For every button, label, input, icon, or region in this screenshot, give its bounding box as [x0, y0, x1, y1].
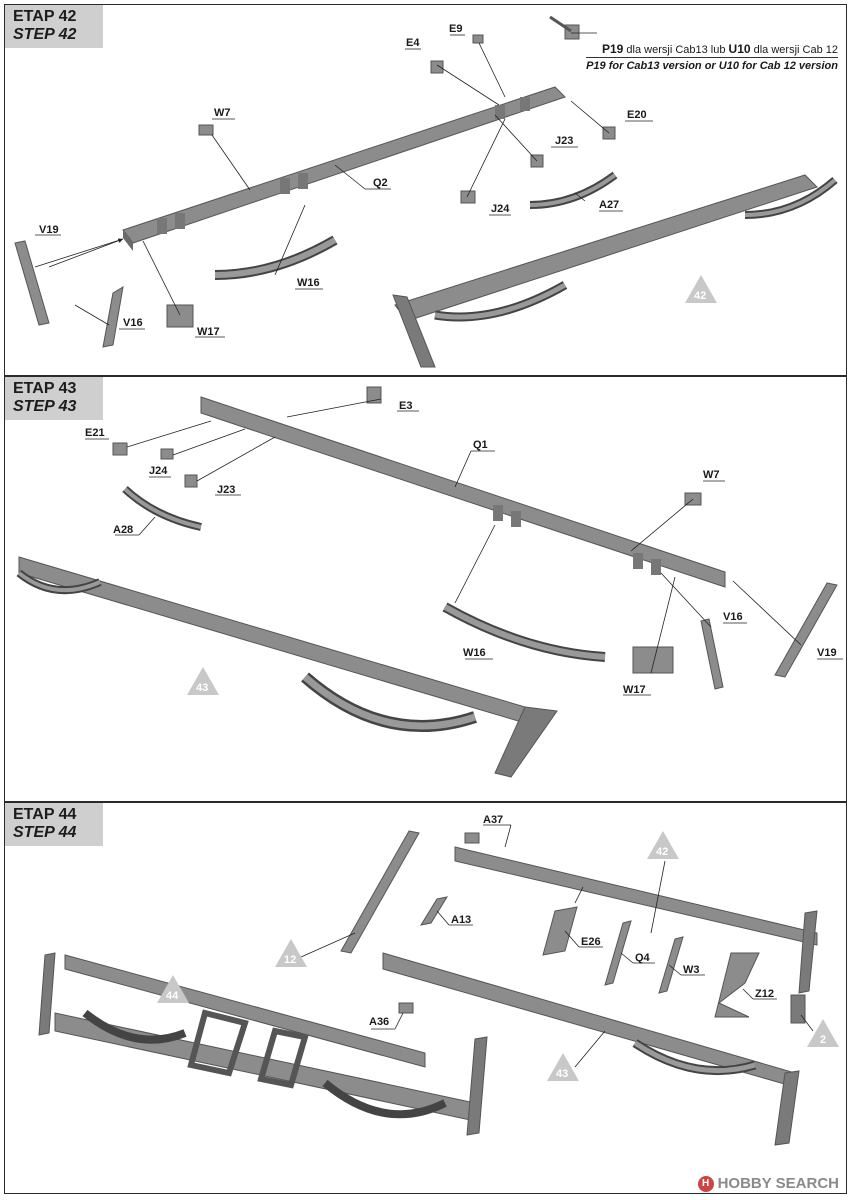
marker-44: [157, 975, 189, 1003]
label-v19-43: V19: [817, 647, 837, 659]
version-note: P19 dla wersji Cab13 lub U10 dla wersji …: [586, 42, 838, 72]
step-43-panel: ETAP 43 STEP 43: [4, 376, 847, 802]
frame-rail-q1: [200, 396, 726, 588]
part-j24-43: [160, 448, 174, 460]
label-a13: A13: [451, 914, 471, 926]
label-v19: V19: [39, 224, 59, 236]
etap-label: ETAP 44: [13, 806, 77, 823]
label-w7-43: W7: [703, 469, 720, 481]
label-q2: Q2: [373, 177, 388, 189]
label-z12: Z12: [755, 988, 774, 1000]
marker-42-ref: [647, 831, 679, 859]
part-w17-43: [632, 646, 674, 674]
label-a37: A37: [483, 814, 503, 826]
part-v19: [14, 240, 50, 326]
part-v19-44: [340, 830, 420, 954]
etap-label: ETAP 42: [13, 8, 77, 25]
marker-2-ref: [807, 1019, 839, 1047]
step-44-tag: ETAP 44 STEP 44: [5, 803, 103, 846]
label-e26: E26: [581, 936, 601, 948]
label-j24: J24: [491, 203, 510, 215]
svg-text:2: 2: [820, 1034, 826, 1046]
part-e26: [542, 906, 578, 956]
part-e9: [472, 34, 484, 44]
step-44-drawing: A37 A13 E26 Q4 W3 Z12 A36 42 12 43 2 44: [38, 814, 839, 1146]
step-label: STEP 42: [13, 26, 77, 43]
step-42-panel: ETAP 42 STEP 42 P19 dla wersji Cab13 lub…: [4, 4, 847, 376]
step-42-tag: ETAP 42 STEP 42: [5, 5, 103, 48]
watermark: H HOBBY SEARCH: [697, 1175, 839, 1192]
label-v16: V16: [123, 317, 143, 329]
step-44-panel: ETAP 44 STEP 44: [4, 802, 847, 1194]
rail-42-exploded: [454, 846, 818, 946]
frame-rail-q2: [122, 86, 566, 244]
label-e9: E9: [449, 23, 462, 35]
label-w3: W3: [683, 964, 700, 976]
svg-text:12: 12: [284, 954, 296, 966]
label-a36: A36: [369, 1016, 389, 1028]
label-j24-43: J24: [149, 465, 168, 477]
part-q4: [604, 920, 632, 986]
label-w7: W7: [214, 107, 231, 119]
part-w7: [198, 124, 214, 136]
part-w3: [658, 936, 684, 994]
assembled-rail-42: [394, 174, 818, 322]
marker-12-ref: [275, 939, 307, 967]
part-a37: [464, 832, 480, 844]
part-v19-43: [774, 582, 838, 678]
svg-text:42: 42: [694, 290, 706, 302]
svg-text:44: 44: [166, 990, 179, 1002]
leaf-spring-w16: [214, 235, 338, 280]
etap-label: ETAP 43: [13, 380, 77, 397]
svg-text:42: 42: [656, 846, 668, 858]
step-label: STEP 44: [13, 824, 77, 841]
step-42-drawing: V19 W7 Q2 E4 E9 E20 J23 J24 A27 W16 V16 …: [14, 15, 838, 368]
svg-text:43: 43: [196, 682, 208, 694]
label-q1: Q1: [473, 439, 488, 451]
step-43-drawing: E3 E21 Q1 J24 J23 A28 W7 V16 V19 W16 W17…: [16, 386, 843, 778]
label-j23-43: J23: [217, 484, 235, 496]
label-v16-43: V16: [723, 611, 743, 623]
marker-42: [685, 275, 717, 303]
part-a13: [419, 896, 449, 926]
label-w17-43: W17: [623, 684, 646, 696]
label-j23: J23: [555, 135, 573, 147]
marker-43: [187, 667, 219, 695]
hobby-search-logo-icon: H: [697, 1175, 714, 1192]
part-e4: [430, 60, 444, 74]
step-label: STEP 43: [13, 398, 77, 415]
part-z12: [714, 952, 760, 1018]
part-v16-43: [700, 618, 724, 690]
label-e3: E3: [399, 400, 412, 412]
label-e21: E21: [85, 427, 105, 439]
part-steering-box: [790, 994, 806, 1024]
label-w16-43: W16: [463, 647, 486, 659]
label-a27: A27: [599, 199, 619, 211]
svg-text:43: 43: [556, 1068, 568, 1080]
label-e20: E20: [627, 109, 647, 121]
label-a28: A28: [113, 524, 133, 536]
watermark-text: HOBBY SEARCH: [717, 1175, 839, 1192]
label-w17: W17: [197, 326, 220, 338]
part-j24: [460, 190, 476, 204]
step-43-tag: ETAP 43 STEP 43: [5, 377, 103, 420]
marker-43-ref: [547, 1053, 579, 1081]
part-w17: [166, 304, 194, 328]
label-e4: E4: [406, 37, 420, 49]
part-e21: [112, 442, 128, 456]
part-v16: [102, 286, 124, 348]
leaf-spring-a28: [122, 486, 202, 531]
part-a36: [398, 1002, 414, 1014]
part-e3: [366, 386, 382, 404]
label-w16: W16: [297, 277, 320, 289]
part-j23-43: [184, 474, 198, 488]
label-q4: Q4: [635, 952, 651, 964]
